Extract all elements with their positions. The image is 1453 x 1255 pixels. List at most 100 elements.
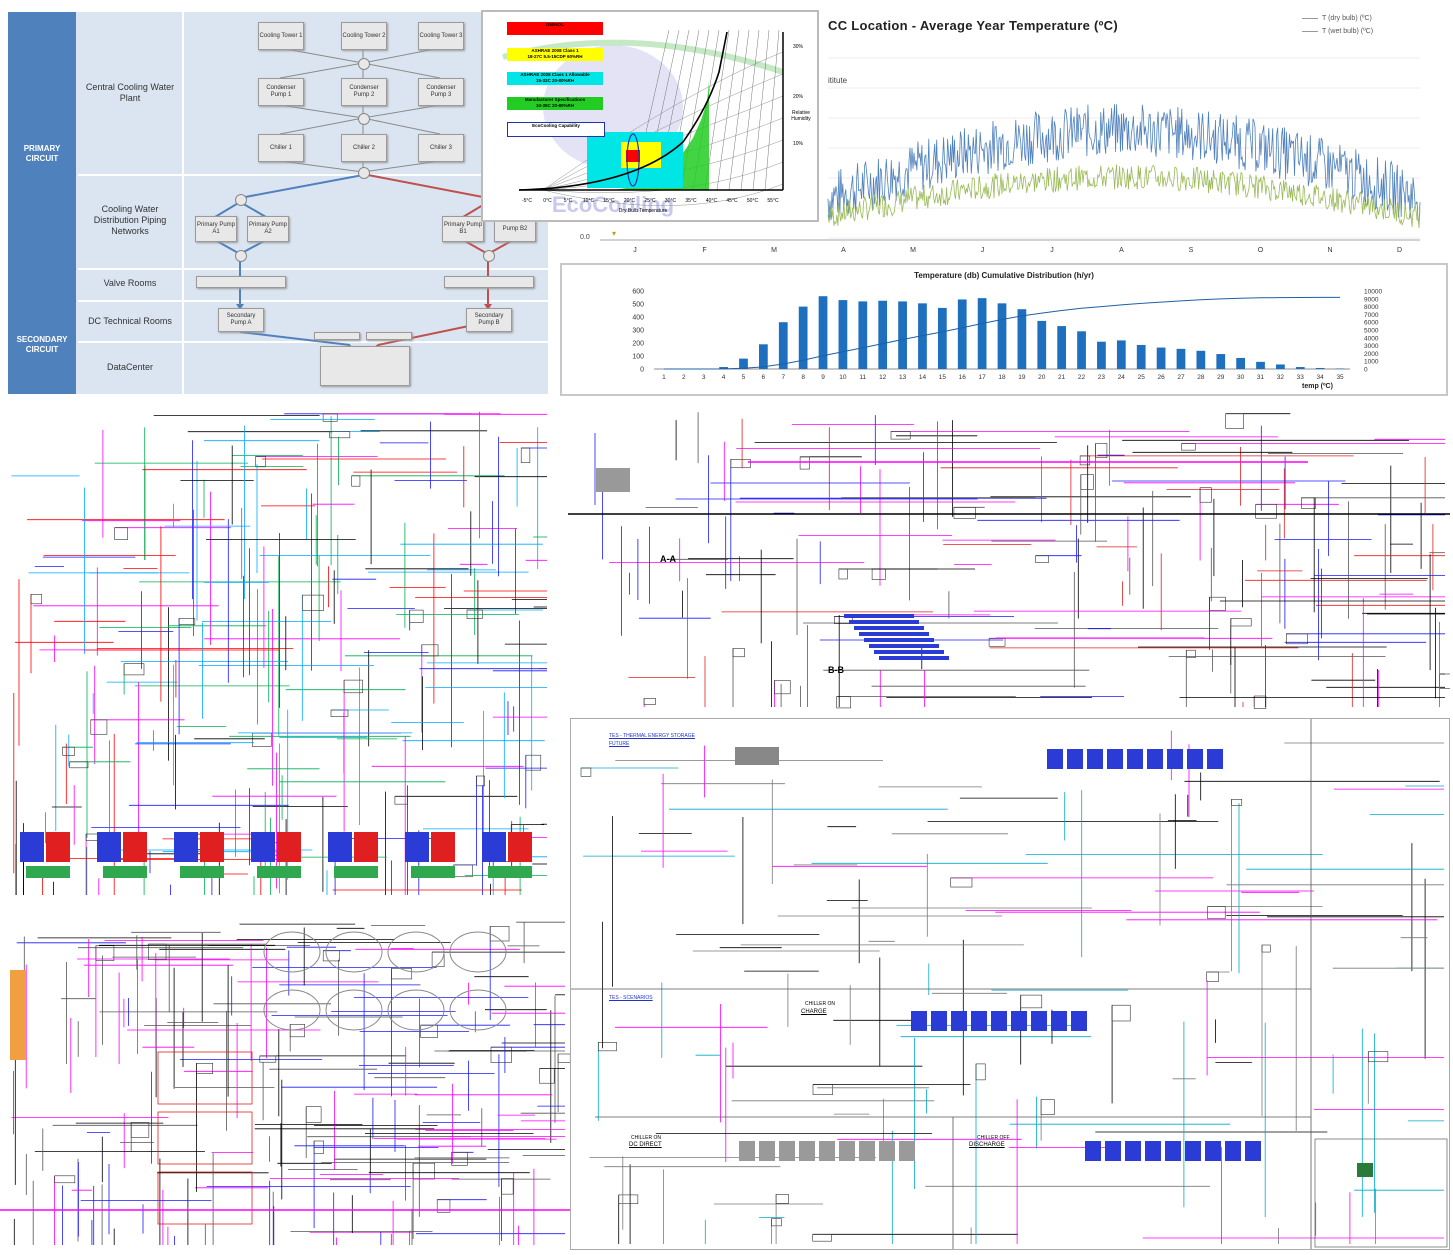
x-tick-label: 24 [1118,374,1126,381]
cad-storage-tank [1125,1141,1141,1161]
secondary-pump-a-box: Secondary Pump A [218,308,264,332]
cad-equipment [306,1107,321,1123]
cad-equipment [1232,799,1242,805]
cad-storage-tank [1011,1011,1027,1031]
legend-optimal: OMINOU [507,22,603,35]
cad-equipment [989,638,1005,646]
histogram-bar [779,322,788,369]
valve-room-a [196,276,286,288]
cad-equipment [70,762,88,768]
rh-label-line: Humidity [791,116,811,122]
cad-equipment [1112,1005,1130,1021]
tes-drawing-svg [571,719,1449,1249]
cad-storage-tank [1185,1141,1201,1161]
cad-equipment [1041,1100,1054,1115]
cad-unit-red [200,832,224,862]
cad-equipment [872,569,885,580]
x-tick-label: 15 [939,374,947,381]
x-tick-label: 17 [978,374,986,381]
month-tick-label: J [1050,247,1054,254]
histogram-bar [1077,331,1086,369]
histogram-chart: Temperature (db) Cumulative Distribution… [560,263,1448,396]
x-tick-label: 30 [1237,374,1245,381]
cad-storage-tank [739,1141,755,1161]
legend-allowable-label: ASHRAE 2008 Class 1 Allowable [520,72,589,77]
cad-storage-tank [931,1011,947,1031]
x-tick-label: 25 [1138,374,1146,381]
cad-equipment [813,1234,832,1241]
histogram-bar [1276,364,1285,369]
condenser-pump-2-box: Condenser Pump 2 [341,78,387,106]
cooling-tower-3-box: Cooling Tower 3 [418,22,464,50]
cad-coil [874,650,944,654]
y2-tick-label: 10000 [1364,289,1382,296]
enthalpy-line [741,30,759,190]
cad-storage-tank [759,1141,775,1161]
y-tick-label: 300 [632,328,644,335]
x-tick-label: 16 [959,374,967,381]
cad-chiller-bay [158,1112,252,1164]
x-tick-label: 25°C [644,198,656,204]
histogram-bar [978,298,987,369]
x-tick-label: 13 [899,374,907,381]
x-tick-label: 15°C [603,198,615,204]
cad-equipment [558,1054,570,1063]
y2-tick-label: 8000 [1364,304,1379,311]
x-tick-label: 22 [1078,374,1086,381]
cad-equipment [813,1085,833,1095]
cad-storage-tank [839,1141,855,1161]
x-tick-label: 7 [781,374,785,381]
cad-equipment [124,664,144,675]
legend-optimal-label: OMINOU [546,22,565,27]
rh-tick: 30% [793,44,804,50]
x-tick-label: 33 [1297,374,1305,381]
schematic-drawing-left-svg [0,400,552,900]
cad-storage-tank [1165,1141,1181,1161]
x-tick-label: 45°C [726,198,738,204]
cad-storage-tank [1051,1011,1067,1031]
charge-label: CHARGE [801,1009,827,1015]
x-tick-label: 27 [1177,374,1185,381]
cad-equipment [330,432,350,438]
cad-equipment [31,594,42,603]
cad-equipment [521,448,530,463]
legend-ecocooling: EcoCooling Capability [507,122,605,137]
cad-equipment [491,1047,512,1062]
cad-unit-red [431,832,455,862]
junction-node [235,250,247,262]
cad-coil [854,626,924,630]
x-tick-label: 10 [839,374,847,381]
schematic-drawing-left [0,400,552,900]
cad-company-logo [1357,1163,1373,1177]
condenser-pump-1-box: Condenser Pump 1 [258,78,304,106]
x-tick-label: 19 [1018,374,1026,381]
histogram-bar [759,344,768,369]
cad-storage-tank [799,1141,815,1161]
cad-equipment [115,528,128,540]
histogram-bar [1177,349,1186,369]
cad-equipment [331,710,348,717]
pipe-lines [8,12,548,394]
manifold-a [314,332,360,340]
month-tick-label: M [771,247,777,254]
psy-xlabel: Dry Bulb Temperature [619,208,668,214]
marker-glyph: ▾ [612,229,616,238]
enthalpy-line [753,30,769,190]
cad-storage-tank [1127,749,1143,769]
cad-unit-green [488,866,532,878]
y2-tick-label: 2000 [1364,351,1379,358]
secondary-pump-b-box: Secondary Pump B [466,308,512,332]
tes-future: FUTURE [609,741,629,747]
cad-unit-red [46,832,70,862]
histogram-bar [1196,351,1205,369]
cad-storage-tank [1031,1011,1047,1031]
cad-equipment [413,1163,435,1179]
manifold-b [366,332,412,340]
cad-equipment [1036,556,1049,563]
cad-tower-circle [326,932,382,972]
histogram-bar [1296,367,1305,369]
cad-equipment [776,1194,788,1203]
cad-equipment [1301,498,1315,509]
